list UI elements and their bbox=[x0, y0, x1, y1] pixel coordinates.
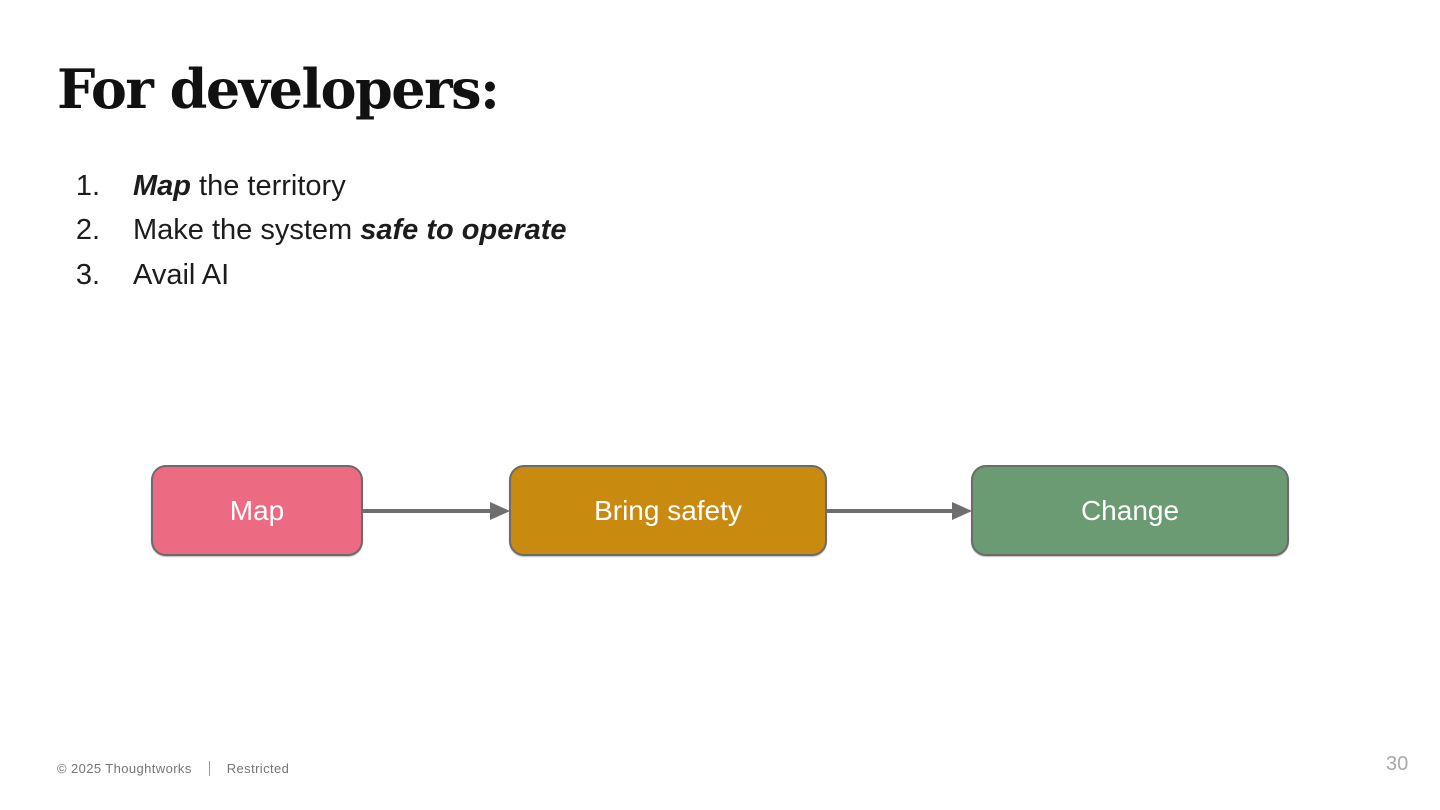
list-item-text: Make the system safe to operate bbox=[133, 214, 567, 247]
list-item-number: 2. bbox=[75, 214, 100, 247]
flow-node-label: Map bbox=[229, 494, 285, 526]
arrow-bring-safety-to-change bbox=[827, 502, 972, 520]
flow-node-label: Change bbox=[1080, 494, 1180, 526]
arrow-map-to-bring-safety bbox=[363, 502, 510, 520]
page-number: 30 bbox=[1386, 753, 1409, 775]
list-item: 2. Make the system safe to operate bbox=[57, 209, 567, 254]
flow-node-map: Map bbox=[151, 465, 363, 556]
list-item-text: Avail AI bbox=[133, 258, 230, 291]
page-title: For developers: bbox=[57, 57, 500, 121]
list-item-text: Map the territory bbox=[133, 169, 346, 202]
classification-label: Restricted bbox=[226, 761, 290, 776]
flow-node-label: Bring safety bbox=[594, 494, 742, 526]
flow-node-bring-safety: Bring safety bbox=[509, 465, 827, 556]
list-item-number: 1. bbox=[75, 169, 100, 202]
list-item-number: 3. bbox=[75, 258, 100, 291]
footer: © 2025 Thoughtworks Restricted bbox=[57, 761, 289, 776]
list-item: 3. Avail AI bbox=[57, 253, 567, 298]
footer-divider bbox=[208, 761, 210, 776]
numbered-list: 1. Map the territory 2. Make the system saf… bbox=[57, 164, 567, 298]
arrow-head-icon bbox=[952, 502, 972, 520]
flow-node-change: Change bbox=[971, 465, 1289, 556]
copyright-text: © 2025 Thoughtworks bbox=[57, 761, 192, 776]
list-item: 1. Map the territory bbox=[57, 164, 567, 209]
arrow-head-icon bbox=[490, 502, 510, 520]
